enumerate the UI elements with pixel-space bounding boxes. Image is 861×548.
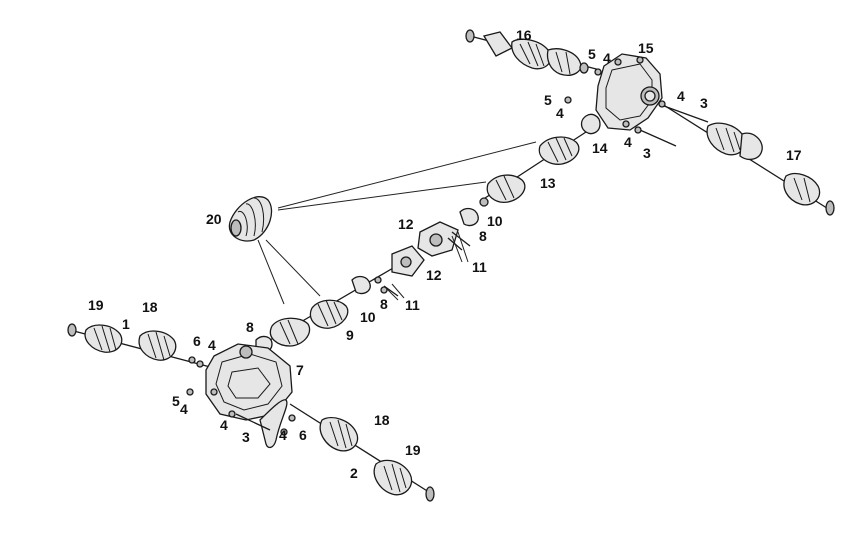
front-bolts bbox=[186, 388, 296, 436]
callout-9: 9 bbox=[346, 327, 354, 343]
callout-10: 10 bbox=[487, 213, 503, 229]
boot-leader-lines bbox=[257, 141, 537, 305]
rear-differential-housing bbox=[580, 53, 663, 135]
callout-12: 12 bbox=[398, 216, 414, 232]
callout-8: 8 bbox=[380, 296, 388, 312]
callout-3: 3 bbox=[700, 95, 708, 111]
callout-4: 4 bbox=[220, 417, 228, 433]
propeller-shaft-front-half bbox=[255, 245, 425, 353]
callout-8: 8 bbox=[246, 319, 254, 335]
callout-16: 16 bbox=[516, 27, 532, 43]
callout-10: 10 bbox=[360, 309, 376, 325]
callout-4: 4 bbox=[556, 105, 564, 121]
callout-18: 18 bbox=[142, 299, 158, 315]
callout-19: 19 bbox=[405, 442, 421, 458]
callout-3: 3 bbox=[643, 145, 651, 161]
callout-4: 4 bbox=[677, 88, 685, 104]
callout-20: 20 bbox=[206, 211, 222, 227]
callout-12: 12 bbox=[426, 267, 442, 283]
callout-18: 18 bbox=[374, 412, 390, 428]
callout-6: 6 bbox=[193, 333, 201, 349]
callout-17: 17 bbox=[786, 147, 802, 163]
front-left-drive-shaft bbox=[67, 323, 215, 369]
propeller-shaft-rear-half bbox=[417, 131, 587, 257]
callout-13: 13 bbox=[540, 175, 556, 191]
callout-4: 4 bbox=[208, 337, 216, 353]
callout-4: 4 bbox=[180, 401, 188, 417]
callout-3: 3 bbox=[242, 429, 250, 445]
callout-4: 4 bbox=[603, 50, 611, 66]
rear-bolts bbox=[564, 68, 709, 147]
callout-1: 1 bbox=[122, 316, 130, 332]
front-right-drive-shaft bbox=[289, 403, 435, 502]
callout-4: 4 bbox=[624, 134, 632, 150]
callout-5: 5 bbox=[172, 393, 180, 409]
callout-15: 15 bbox=[638, 40, 654, 56]
rear-right-drive-shaft bbox=[661, 103, 835, 216]
cv-boot bbox=[228, 196, 273, 242]
callout-5: 5 bbox=[544, 92, 552, 108]
callout-7: 7 bbox=[296, 362, 304, 378]
callout-11: 11 bbox=[472, 259, 487, 275]
rear-left-drive-shaft bbox=[465, 29, 601, 76]
callout-6: 6 bbox=[299, 427, 307, 443]
callout-11: 11 bbox=[405, 297, 420, 313]
callout-5: 5 bbox=[588, 46, 596, 62]
callout-4: 4 bbox=[279, 427, 287, 443]
callout-14: 14 bbox=[592, 140, 608, 156]
callout-8: 8 bbox=[479, 228, 487, 244]
callout-labels: 1 2 3 3 3 4 4 4 4 4 4 4 4 5 5 5 6 6 7 8 … bbox=[88, 27, 802, 481]
front-differential-housing bbox=[205, 343, 293, 449]
callout-19: 19 bbox=[88, 297, 104, 313]
callout-2: 2 bbox=[350, 465, 358, 481]
